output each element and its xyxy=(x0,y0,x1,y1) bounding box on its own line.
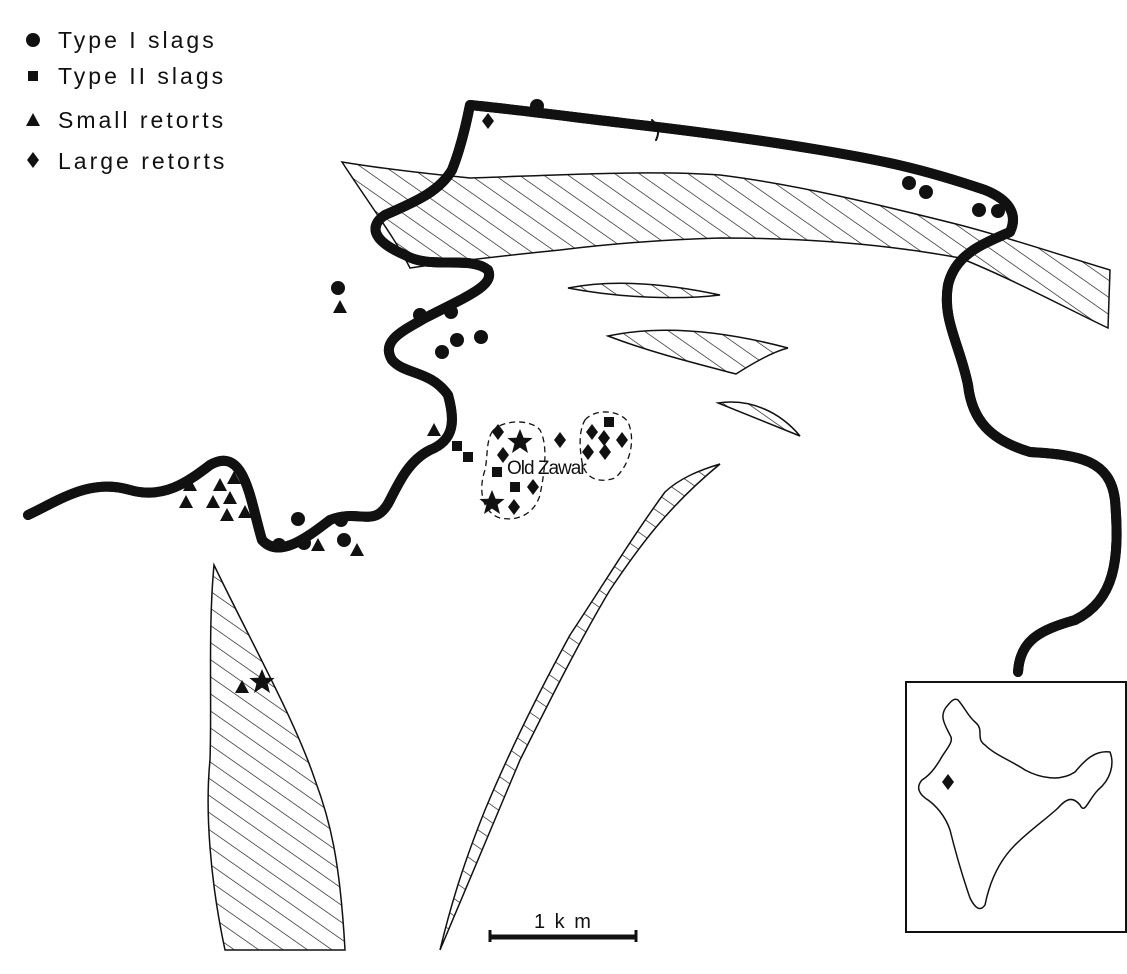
hatched-lens-2 xyxy=(605,329,789,375)
rivers xyxy=(23,100,1117,677)
type-1-slag-marker xyxy=(972,203,986,217)
type-1-slag-marker xyxy=(413,308,427,322)
legend-label-type-2-slags: Type II slags xyxy=(58,63,226,89)
enclosure-east xyxy=(579,411,633,481)
small-retort-marker xyxy=(179,495,193,508)
hatched-vein-diagonal xyxy=(439,463,721,951)
type-1-slag-marker xyxy=(450,333,464,347)
type-1-slag-marker xyxy=(444,305,458,319)
enclosure-west xyxy=(481,421,546,520)
legend-triangle-icon xyxy=(26,113,40,126)
type-1-slag-marker xyxy=(272,538,286,552)
small-retort-marker xyxy=(350,543,364,556)
inset-frame xyxy=(905,681,1127,933)
hatched-lens-1 xyxy=(567,282,721,299)
small-retort-marker xyxy=(220,508,234,521)
place-label-old-zawar: Old Zawar xyxy=(507,458,587,479)
large-retort-marker xyxy=(586,424,598,440)
type-1-slag-marker xyxy=(991,204,1005,218)
type-1-slag-marker xyxy=(530,99,544,113)
hatched-band-north xyxy=(340,160,1111,330)
large-retort-marker xyxy=(598,430,610,446)
india-outline xyxy=(917,698,1113,910)
small-retort-marker xyxy=(223,491,237,504)
large-retort-marker xyxy=(492,424,504,440)
hatched-lens-3 xyxy=(715,401,801,437)
small-retort-marker xyxy=(311,538,325,551)
star-marker xyxy=(479,490,505,514)
small-retort-marker xyxy=(333,300,347,313)
scale-bar-label: 1 k m xyxy=(534,911,593,933)
large-retort-marker xyxy=(554,432,566,448)
star-marker xyxy=(507,429,533,453)
large-retort-marker xyxy=(527,479,539,495)
type-1-slag-marker xyxy=(297,536,311,550)
legend-diamond-icon xyxy=(27,152,39,168)
legend-label-type-1-slags: Type I slags xyxy=(58,27,217,53)
small-retort-marker xyxy=(427,423,441,436)
legend-label-small-retorts: Small retorts xyxy=(58,107,226,133)
star-sites xyxy=(249,429,533,693)
old-zawar-enclosures xyxy=(481,411,633,520)
type-2-slag-marker xyxy=(492,467,502,477)
large-retort-marker xyxy=(482,113,494,129)
large-retort-marker xyxy=(599,444,611,460)
scale-bar: 1 k m xyxy=(488,911,638,942)
type-2-slag-marker xyxy=(510,482,520,492)
type-1-slag-marker xyxy=(291,512,305,526)
inset-map xyxy=(905,681,1127,933)
small-retort-marker xyxy=(213,478,227,491)
type-1-slag-marker xyxy=(435,345,449,359)
hatched-band-southwest xyxy=(207,562,346,951)
type-1-slag-marker xyxy=(337,533,351,547)
type-1-slag-marker xyxy=(474,330,488,344)
hatched-bands xyxy=(207,160,1111,951)
type-1-slag-marker xyxy=(331,281,345,295)
type-2-slag-marker xyxy=(463,452,473,462)
legend-square-icon xyxy=(28,71,38,81)
type-2-slag-marker xyxy=(604,417,614,427)
large-retort-marker xyxy=(616,432,628,448)
legend: Type I slags Type II slags Small retorts… xyxy=(26,27,227,174)
legend-circle-icon xyxy=(26,33,40,47)
large-retort-marker xyxy=(508,499,520,515)
type-1-slag-marker xyxy=(334,513,348,527)
small-retort-marker xyxy=(206,495,220,508)
type-1-slag-marker xyxy=(919,185,933,199)
type-1-slag-marker xyxy=(902,176,916,190)
legend-label-large-retorts: Large retorts xyxy=(58,148,227,174)
type-2-slag-marker xyxy=(452,441,462,451)
